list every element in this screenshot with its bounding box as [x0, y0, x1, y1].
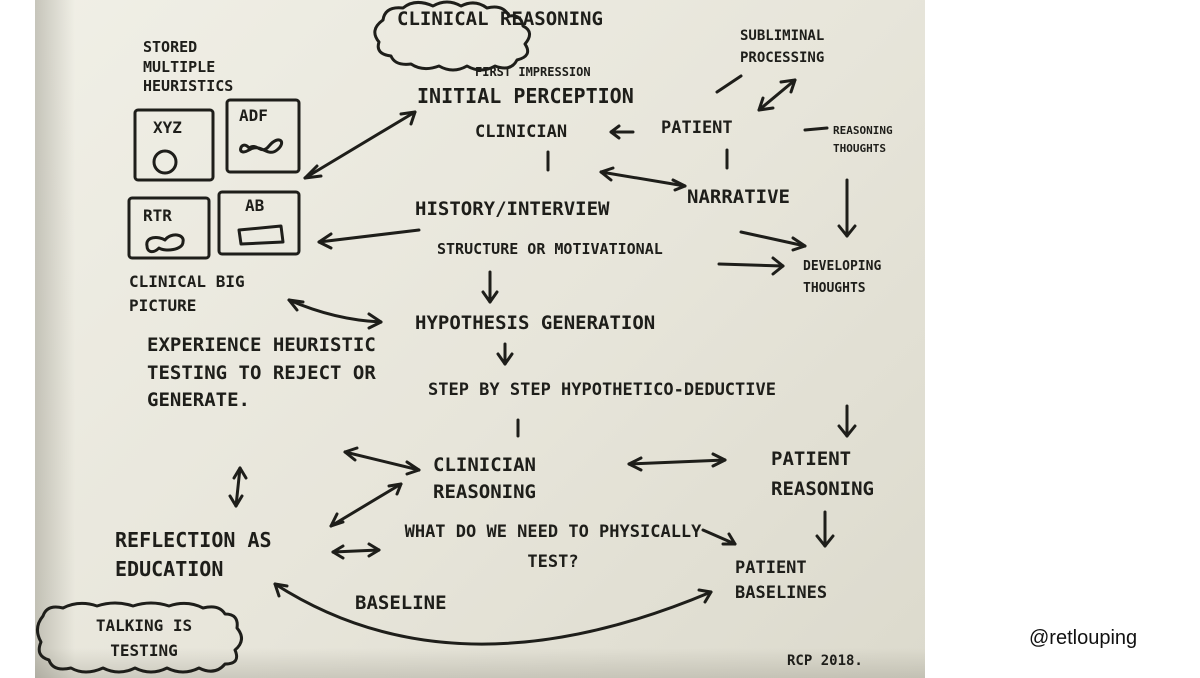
- hypothesis-generation-label: HYPOTHESIS GENERATION: [415, 312, 656, 334]
- diagram-title-line1: CLINICAL REASONING: [397, 8, 603, 30]
- arrow-clinician-narrative: [599, 170, 687, 188]
- stored-heuristics-label: STORED MULTIPLE HEURISTICS: [143, 38, 234, 95]
- arrow-structure-developing-2: [717, 262, 785, 268]
- arrow-clinician-patient-reasoning: [627, 458, 727, 466]
- box-xyz-circle: [152, 149, 178, 175]
- structure-motivational-label: STRUCTURE OR MOTIVATIONAL: [437, 240, 663, 258]
- arrow-whatdo-baselines: [701, 528, 737, 546]
- patient-reasoning-label: PATIENT REASONING: [771, 448, 874, 501]
- title-cloud: [373, 0, 531, 72]
- box-adf: [225, 98, 301, 174]
- developing-thoughts-label: DEVELOPING THOUGHTS: [803, 259, 882, 297]
- box-rtr-blob: [145, 233, 185, 254]
- box-adf-label: ADF: [239, 106, 268, 125]
- arrow-reflection-baselines-curve: [273, 582, 713, 646]
- narrative-label: NARRATIVE: [687, 186, 790, 208]
- subliminal-processing-label: SUBLIMINAL PROCESSING: [740, 28, 825, 67]
- initial-perception-label: INITIAL PERCEPTION: [417, 84, 634, 108]
- arrow-structure-developing: [739, 230, 807, 248]
- box-ab-shape: [237, 224, 285, 246]
- clinical-big-picture-label: CLINICAL BIG PICTURE: [129, 272, 245, 315]
- arrow-experience-clinician: [343, 450, 421, 472]
- twitter-handle: @retlouping: [1029, 627, 1138, 649]
- clinician-reasoning-label: CLINICIAN REASONING: [433, 454, 536, 503]
- clinician-patient-arrow: [609, 124, 635, 140]
- reasoning-thoughts-label: REASONING THOUGHTS: [833, 124, 893, 155]
- box-adf-infinity: [239, 138, 283, 154]
- box-ab: [217, 190, 301, 256]
- whiteboard-photo: CLINICAL REASONING FIRST IMPRESSION INIT…: [35, 0, 925, 678]
- box-ab-label: AB: [245, 196, 265, 215]
- step-by-step-label: STEP BY STEP HYPOTHETICO-DEDUCTIVE: [428, 380, 776, 400]
- reflection-education-label: REFLECTION AS EDUCATION: [115, 528, 272, 581]
- baseline-label: BASELINE: [355, 592, 447, 614]
- patient-baselines-label: PATIENT BASELINES: [735, 558, 828, 603]
- arrow-heuristics-perception: [303, 110, 417, 180]
- clinician-label: CLINICIAN: [475, 122, 568, 142]
- arrow-bigpicture-hypothesis: [287, 298, 383, 324]
- arrow-reflection-clinician: [329, 482, 403, 528]
- first-impression-label: FIRST IMPRESSION: [475, 65, 591, 79]
- experience-heuristic-label: EXPERIENCE HEURISTIC TESTING TO REJECT O…: [147, 334, 376, 412]
- box-rtr: [127, 196, 211, 260]
- arrow-generate-reflection: [234, 466, 242, 508]
- box-xyz-label: XYZ: [153, 118, 182, 137]
- talking-cloud: [36, 601, 243, 674]
- arrow-subliminal-patient: [715, 74, 797, 112]
- signature-label: RCP 2018.: [787, 653, 863, 669]
- arrow-reflection-whatdo: [331, 548, 381, 554]
- patient-reasoning-dash: [803, 126, 829, 132]
- patient-label: PATIENT: [661, 118, 733, 138]
- hand-drawn-strokes: [36, 0, 857, 674]
- box-rtr-label: RTR: [143, 206, 172, 225]
- box-xyz: [133, 108, 215, 182]
- history-interview-label: HISTORY/INTERVIEW: [415, 198, 610, 220]
- talking-is-testing-label: TALKING IS TESTING: [95, 616, 193, 660]
- arrow-history-bigpicture: [317, 228, 421, 244]
- what-do-we-need-label: WHAT DO WE NEED TO PHYSICALLY TEST?: [404, 522, 702, 572]
- photo-shadow-left: [35, 0, 75, 678]
